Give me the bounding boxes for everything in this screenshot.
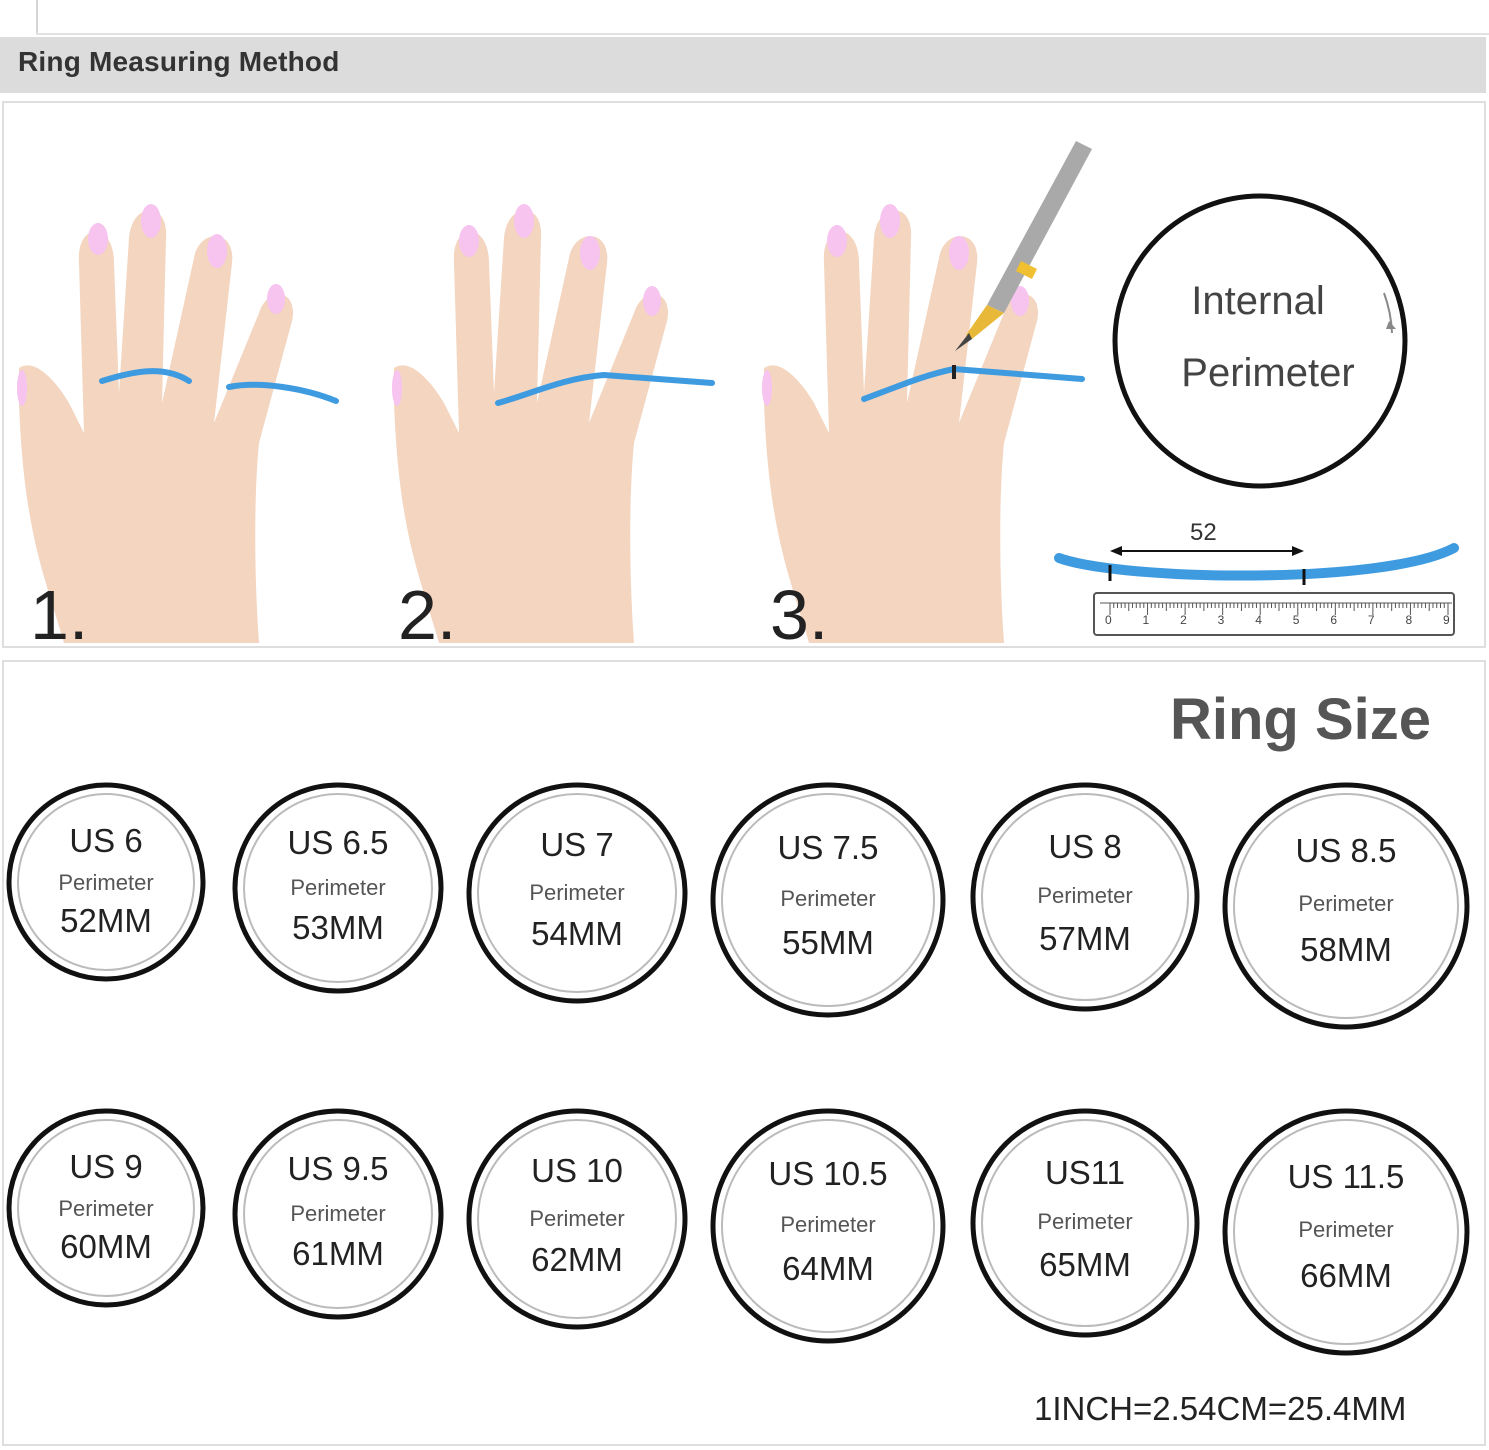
ruler-tick-label: 9: [1443, 613, 1450, 627]
ring-size-circle: US 10 Perimeter 62MM: [466, 1108, 688, 1330]
hand-illustration-3: [762, 141, 1092, 643]
ring-perimeter-mm: 66MM: [1300, 1256, 1392, 1294]
ring-perimeter-label: Perimeter: [529, 879, 625, 905]
ring-outline-icon: [232, 1108, 444, 1320]
pen-icon: [955, 141, 1092, 351]
ruler-tick-label: 2: [1180, 613, 1187, 627]
ring-us-size: US 7: [540, 826, 614, 864]
internal-perimeter-circle: [1112, 193, 1408, 489]
ring-perimeter-label: Perimeter: [58, 1196, 154, 1221]
ring-perimeter-mm: 52MM: [60, 902, 152, 939]
step-number-3: 3.: [770, 576, 829, 654]
ring-perimeter-label: Perimeter: [529, 1205, 625, 1231]
ring-perimeter-mm: 64MM: [782, 1249, 874, 1287]
hand-illustration-2: [392, 204, 715, 643]
ring-size-circle: US 7 Perimeter 54MM: [466, 782, 688, 1004]
ring-us-size: US11: [1044, 1154, 1126, 1191]
ruler-tick-label: 4: [1255, 613, 1262, 627]
hand-illustration-1: [17, 204, 339, 643]
ring-outline-icon: [6, 782, 206, 982]
ring-perimeter-mm: 55MM: [782, 923, 874, 961]
ring-perimeter-mm: 53MM: [292, 909, 384, 947]
ring-perimeter-label: Perimeter: [780, 1211, 876, 1237]
ruler-tick-label: 5: [1292, 613, 1300, 627]
ring-perimeter-mm: 60MM: [60, 1228, 152, 1265]
perimeter-label: Perimeter: [1181, 351, 1355, 395]
ring-outline-icon: [970, 782, 1200, 1012]
ring-perimeter-mm: 54MM: [531, 915, 623, 953]
step-number-1: 1.: [30, 576, 89, 654]
internal-label: Internal: [1191, 279, 1325, 323]
ring-outline-icon: [6, 1108, 206, 1308]
ruler-icon: [1093, 592, 1455, 636]
ring-perimeter-mm: 61MM: [292, 1235, 384, 1273]
ring-size-circle: US 8 Perimeter 57MM: [970, 782, 1200, 1012]
ruler-tick-label: 3: [1217, 613, 1225, 627]
ring-us-size: US 8.5: [1295, 831, 1397, 869]
ruler-tick-label: 0: [1105, 613, 1112, 627]
top-divider-tick: [36, 0, 38, 34]
ring-size-circle: US 6 Perimeter 52MM: [6, 782, 206, 982]
ring-perimeter-mm: 57MM: [1039, 920, 1131, 957]
ring-outline-icon: [466, 1108, 688, 1330]
nail-icon: [88, 223, 108, 255]
ring-us-size: US 10.5: [768, 1155, 888, 1193]
ring-us-size: US 9: [69, 1148, 143, 1185]
ring-perimeter-label: Perimeter: [290, 875, 386, 901]
ring-outline-icon: [1222, 782, 1470, 1030]
step-number-2: 2.: [398, 576, 457, 654]
ring-perimeter-label: Perimeter: [1298, 891, 1394, 917]
ring-us-size: US 6: [69, 822, 143, 859]
ring-size-title: Ring Size: [1170, 687, 1432, 752]
ring-size-circle: US 9 Perimeter 60MM: [6, 1108, 206, 1308]
section-title: Ring Measuring Method: [18, 46, 340, 77]
ring-size-panel: [2, 660, 1486, 1446]
ring-perimeter-mm: 58MM: [1300, 930, 1392, 968]
ring-perimeter-mm: 62MM: [531, 1241, 623, 1279]
measuring-method-panel: Internal Perimeter 52 0 1 2 3 4 5 6 7 8 9: [2, 101, 1486, 648]
measured-string: [1054, 543, 1459, 585]
ring-perimeter-label: Perimeter: [780, 885, 876, 911]
ring-outline-icon: [710, 1108, 946, 1344]
top-strip: [0, 0, 1489, 36]
ring-perimeter-label: Perimeter: [290, 1201, 386, 1227]
top-divider-rule: [36, 33, 1489, 35]
ring-us-size: US 11.5: [1287, 1157, 1405, 1195]
ring-perimeter-label: Perimeter: [1037, 883, 1133, 909]
ring-perimeter-label: Perimeter: [58, 870, 154, 895]
ring-perimeter-label: Perimeter: [1037, 1209, 1133, 1235]
section-header-bar: [0, 37, 1486, 93]
ring-outline-icon: [466, 782, 688, 1004]
ring-perimeter-label: Perimeter: [1298, 1217, 1394, 1243]
ring-us-size: US 9.5: [287, 1150, 389, 1188]
conversion-note: 1INCH=2.54CM=25.4MM: [1034, 1390, 1407, 1427]
ring-us-size: US 7.5: [777, 829, 879, 867]
ring-us-size: US 8: [1048, 828, 1122, 865]
ruler-tick-label: 6: [1330, 613, 1338, 627]
ring-outline-icon: [1222, 1108, 1470, 1356]
ring-us-size: US 10: [531, 1152, 623, 1190]
measuring-illustration: [17, 141, 1459, 643]
ring-outline-icon: [970, 1108, 1200, 1338]
ruler-tick-label: 1: [1142, 613, 1150, 627]
ring-outline-icon: [710, 782, 946, 1018]
ruler-tick-label: 7: [1367, 613, 1375, 627]
ring-outline-icon: [232, 782, 444, 994]
ring-us-size: US 6.5: [287, 824, 389, 862]
measurement-label: 52: [1190, 519, 1217, 546]
ring-perimeter-mm: 65MM: [1039, 1246, 1131, 1283]
ruler-tick-label: 8: [1405, 613, 1413, 627]
